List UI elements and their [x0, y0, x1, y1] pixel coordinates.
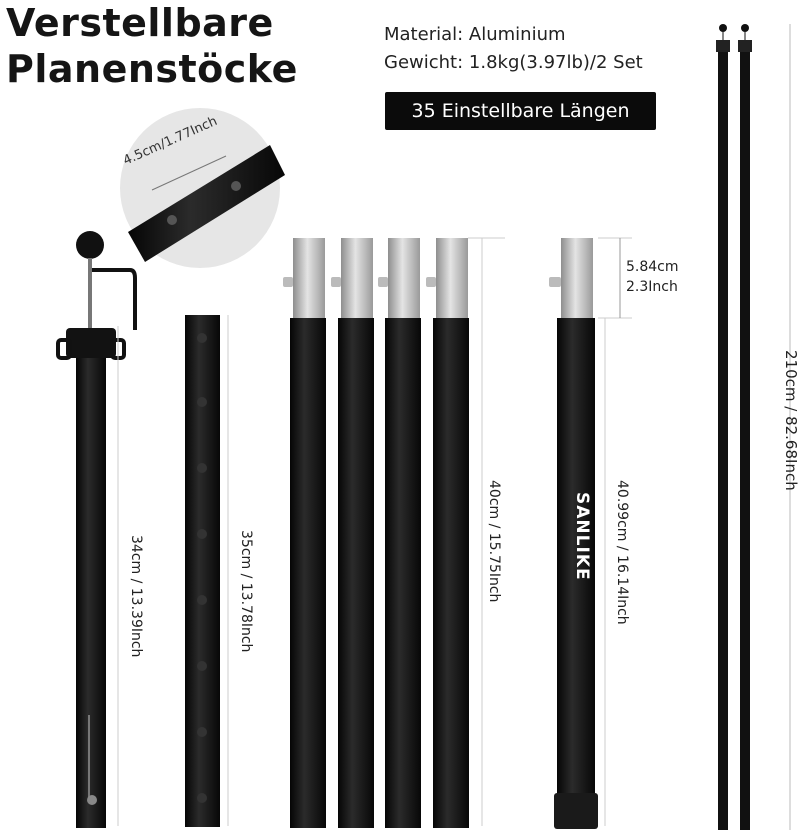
weight-spec: Gewicht: 1.8kg(3.97lb)/2 Set	[384, 52, 643, 73]
material-spec: Material: Aluminium	[384, 24, 566, 45]
full-assembled-poles	[716, 24, 752, 830]
extension-length-label: 40cm / 15.75Inch	[486, 480, 502, 603]
top-section-pole	[56, 231, 137, 828]
extension-poles	[283, 238, 469, 828]
zoom-detail-circle	[120, 108, 285, 268]
title-line-1: Verstellbare	[6, 1, 274, 45]
adjustable-lengths-badge: 35 Einstellbare Längen	[385, 92, 656, 130]
full-pole-length-label: 210cm / 82.68Inch	[782, 350, 800, 491]
bottom-section-pole	[549, 238, 598, 829]
bottom-section-length-label: 40.99cm / 16.14Inch	[614, 480, 630, 625]
brand-logo-text: SANLIKE	[572, 492, 592, 581]
tip-length-cm-label: 5.84cm	[626, 259, 679, 275]
middle-section-length-label: 35cm / 13.78Inch	[238, 530, 254, 653]
title-line-2: Planenstöcke	[6, 47, 298, 91]
tip-length-inch-label: 2.3Inch	[626, 279, 678, 295]
top-section-length-label: 34cm / 13.39Inch	[128, 535, 144, 658]
middle-section-pole	[185, 315, 220, 827]
